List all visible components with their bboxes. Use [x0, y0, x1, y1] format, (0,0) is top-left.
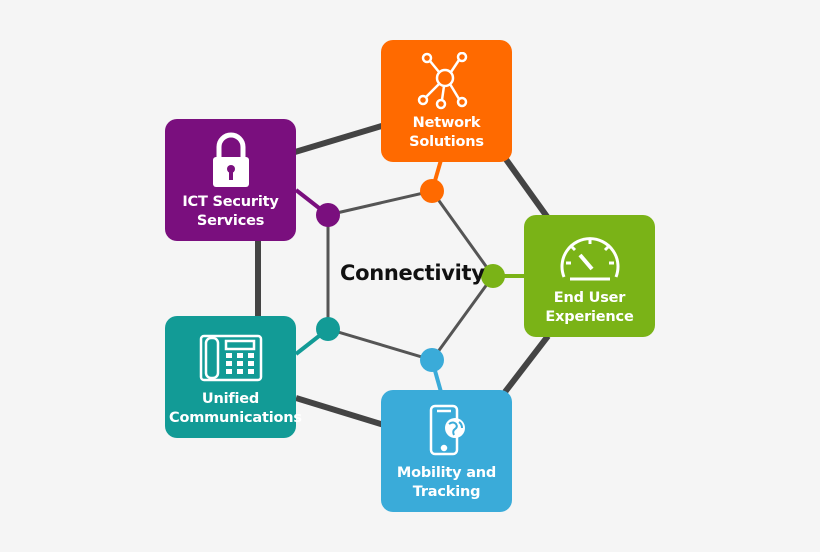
junction-dot-network	[420, 179, 444, 203]
node-ict-security-services[interactable]: ICT Security Services	[165, 119, 296, 241]
center-title: Connectivity	[340, 261, 485, 285]
speedometer-icon	[524, 227, 655, 289]
junction-dot-mobility	[420, 348, 444, 372]
outer-link	[295, 395, 385, 428]
node-network-solutions[interactable]: Network Solutions	[381, 40, 512, 162]
node-label: Network Solutions	[409, 115, 484, 150]
node-mobility-and-tracking[interactable]: Mobility and Tracking	[381, 390, 512, 512]
node-unified-communications[interactable]: Unified Communications	[165, 316, 302, 438]
outer-link	[502, 156, 551, 220]
outer-link	[294, 122, 386, 155]
node-end-user-experience[interactable]: End User Experience	[524, 215, 655, 337]
node-label: ICT Security Services	[182, 194, 279, 229]
desk-phone-icon	[165, 328, 296, 390]
node-label: Unified Communications	[169, 391, 302, 426]
junction-dot-enduser	[481, 264, 505, 288]
junction-dot-unified	[316, 317, 340, 341]
node-label: Mobility and Tracking	[396, 465, 497, 500]
node-label: End User Experience	[545, 290, 634, 325]
smartphone-globe-icon	[381, 402, 512, 464]
inner-pentagon	[326, 189, 495, 362]
outer-link	[502, 334, 551, 394]
junction-dot-security	[316, 203, 340, 227]
network-hub-icon	[381, 52, 512, 114]
padlock-icon	[165, 131, 296, 193]
